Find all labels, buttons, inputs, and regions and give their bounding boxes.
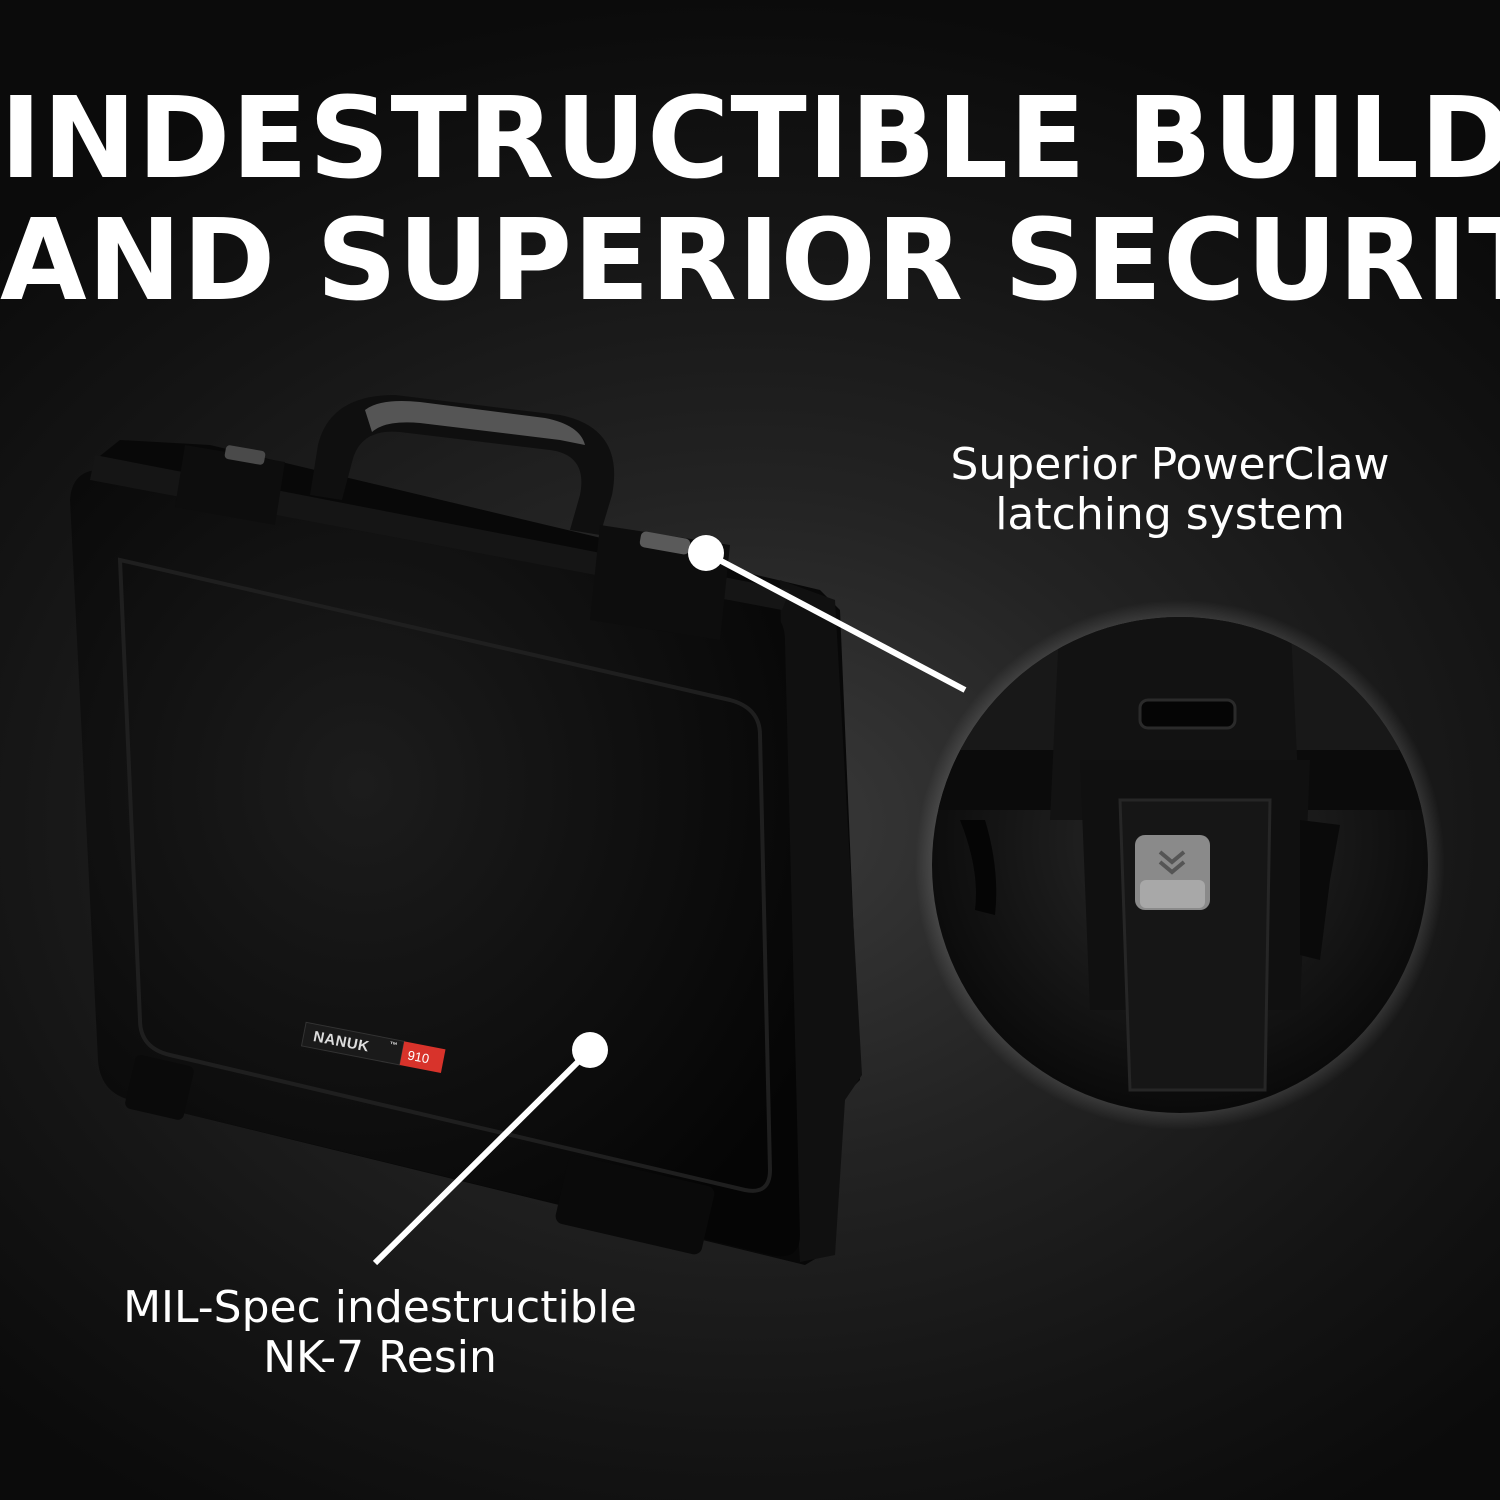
latch-callout-dot <box>688 535 724 571</box>
resin-callout-line-2: NK-7 Resin <box>263 1332 497 1383</box>
headline-line-2: AND SUPERIOR SECURITY <box>0 196 1500 326</box>
brand-badge <box>300 1021 446 1073</box>
model-number: 910 <box>406 1047 431 1067</box>
latch-callout: Superior PowerClaw latching system <box>925 440 1415 540</box>
carry-handle <box>310 395 615 535</box>
latch-zoom-circle <box>915 600 1445 1130</box>
headline-line-1: INDESTRUCTIBLE BUILD <box>0 74 1500 204</box>
resin-callout-line-1: MIL-Spec indestructible <box>123 1282 637 1333</box>
left-latch <box>175 445 285 525</box>
resin-callout: MIL-Spec indestructible NK-7 Resin <box>95 1283 665 1383</box>
headline: INDESTRUCTIBLE BUILD AND SUPERIOR SECURI… <box>0 78 1500 322</box>
brand-trademark: ™ <box>388 1039 399 1051</box>
resin-callout-dot <box>572 1032 608 1068</box>
latch-callout-line-2: latching system <box>995 489 1345 540</box>
hard-case <box>70 440 862 1265</box>
latch-callout-line <box>704 550 967 693</box>
resin-callout-line <box>372 1047 593 1266</box>
handle-grip <box>365 401 585 445</box>
latch-callout-line-1: Superior PowerClaw <box>950 439 1390 490</box>
